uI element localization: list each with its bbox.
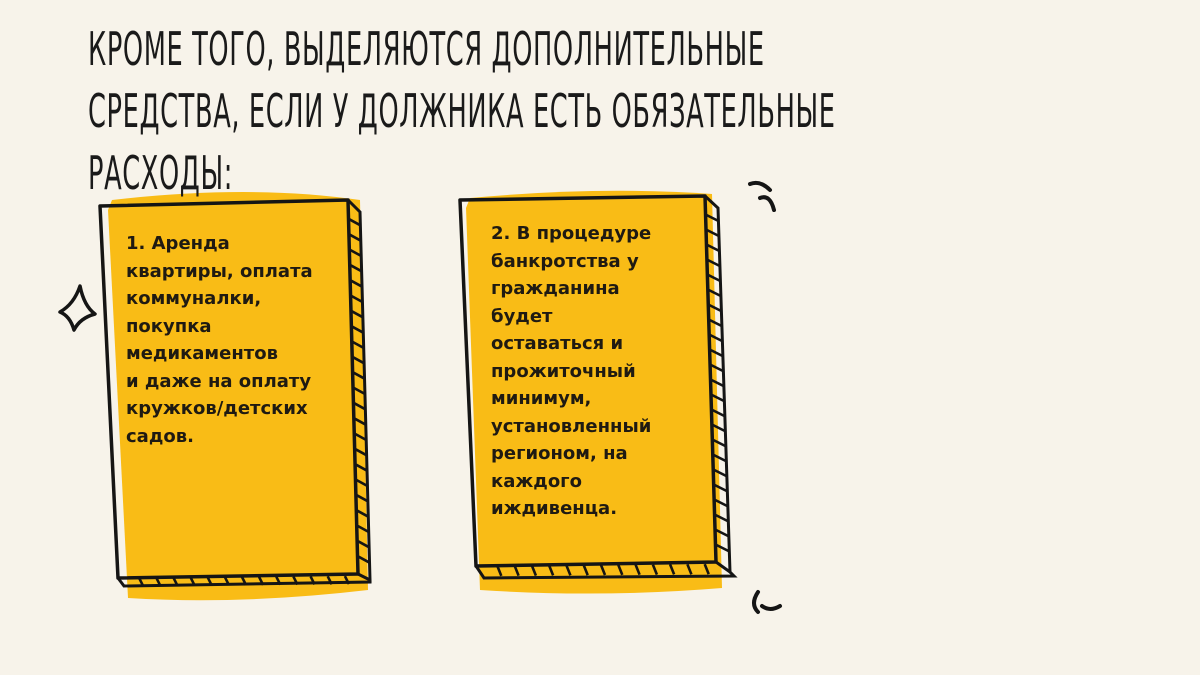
card-1-fill [108,192,368,601]
title-line: средства, если у должника есть обязатель… [88,84,836,138]
card-text-line: оставаться и [491,333,624,354]
card-2-spine [703,194,732,575]
card-text-line: коммуналки, [126,288,262,309]
card-text-line: каждого [491,470,582,492]
accent-stroke-top-2 [758,195,776,212]
card-text-line: регионом, на [491,443,628,464]
card-2-shape [458,190,738,594]
title-line: расходы: [88,146,234,200]
page-title: Кроме того, выделяются дополнительные ср… [88,18,836,204]
card-2-base-hatching [496,563,710,577]
card-text-line: медикаментов [126,343,278,364]
card-1-text: 1. Аренда квартиры, оплата коммуналки, п… [126,230,351,450]
sparkle-star-icon [58,284,97,332]
card-text-line: садов. [126,425,194,447]
card-text-line: иждивенца. [491,498,618,519]
card-1-spine-hatching [348,218,371,564]
card-1-shape [98,192,372,601]
card-1-base-hatching [137,575,351,587]
card-text-line: гражданина [491,278,620,299]
card-text-line: будет [491,305,553,327]
card-text-line: 2. В процедуре [491,223,652,244]
card-2-text: 2. В процедуре банкротства у гражданина … [491,220,691,523]
card-text-line: банкротства у [491,250,639,272]
accent-stroke-top-1 [748,180,772,192]
card-text-line: кружков/детских [126,398,308,419]
card-text-line: покупка [126,315,212,337]
card-text-line: установленный [491,415,652,437]
card-text-line: квартиры, оплата [126,260,313,282]
card-1-base [116,577,372,588]
title-line: Кроме того, выделяются дополнительные [88,22,765,76]
card-text-line: 1. Аренда [126,233,230,254]
card-1-spine [346,198,372,583]
card-text-line: и даже на оплату [126,370,312,392]
card-text-line: минимум, [491,388,592,409]
card-2-spine-hatching [705,213,730,553]
card-2-base [474,565,738,580]
accent-stroke-bottom-1 [752,590,760,614]
card-2-fill [466,190,722,594]
card-text-line: прожиточный [491,360,636,382]
accent-stroke-bottom-2 [760,604,782,611]
